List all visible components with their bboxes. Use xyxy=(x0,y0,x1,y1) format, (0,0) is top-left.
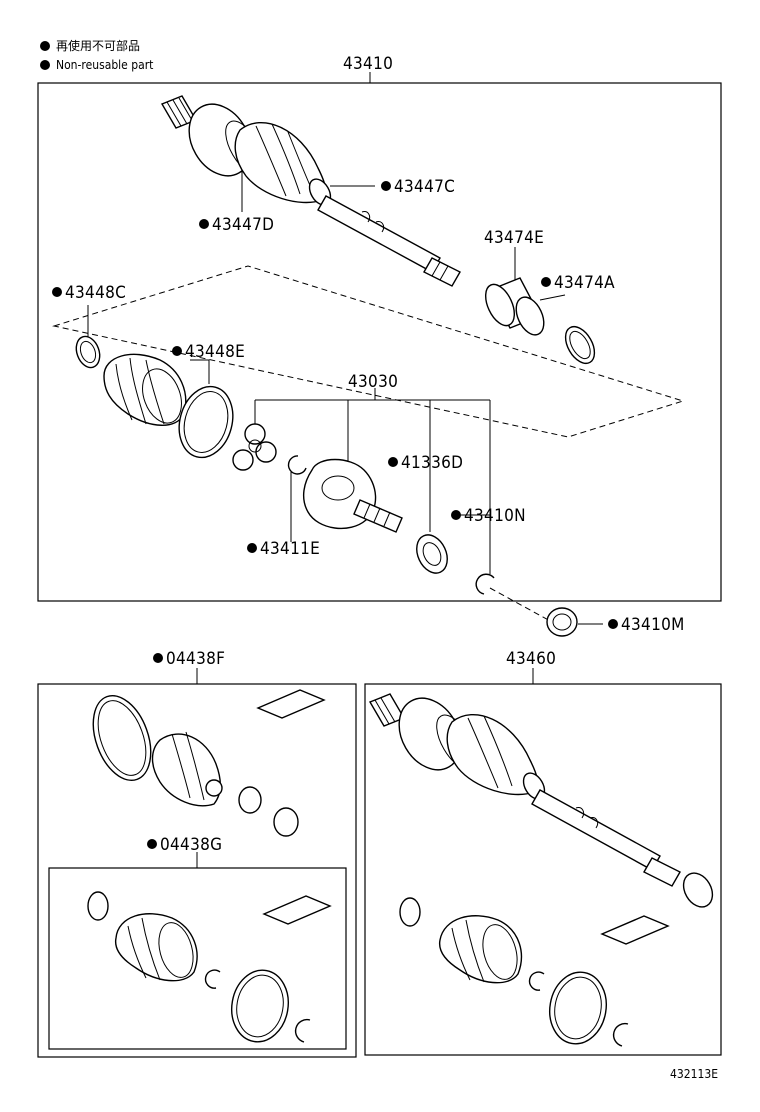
non-reusable-marker-icon xyxy=(147,839,157,849)
leader-43410M-dashed xyxy=(489,587,553,623)
label-43410M: 43410M xyxy=(621,615,685,635)
non-reusable-marker-icon xyxy=(172,346,182,356)
non-reusable-marker-icon xyxy=(52,287,62,297)
boot-band-43448E-drawing xyxy=(178,385,234,459)
non-reusable-marker-icon xyxy=(451,510,461,520)
label-43474A: 43474A xyxy=(554,273,615,293)
label-43411E: 43411E xyxy=(260,539,320,559)
assembly-43460-frame xyxy=(364,683,722,1056)
dynamic-damper-43474E-drawing xyxy=(484,277,545,336)
snap-ring-43411E-drawing xyxy=(287,455,307,475)
boot-kit-04438G-drawing xyxy=(87,891,332,1043)
clamp-43448C-drawing xyxy=(75,335,101,369)
non-reusable-marker-icon xyxy=(541,277,551,287)
inboard-boot-drawing xyxy=(103,353,187,426)
part-labels: 43410 43447C 43447D 43474E 43474A 43448C… xyxy=(52,54,685,855)
seal-43410M-drawing xyxy=(546,607,578,637)
drive-shaft-43460-drawing xyxy=(368,693,714,1047)
leader-lines xyxy=(87,72,603,868)
label-43030: 43030 xyxy=(348,372,398,392)
non-reusable-marker-icon xyxy=(199,219,209,229)
legend-non-reusable-en: Non-reusable part xyxy=(56,58,153,72)
non-reusable-marker-icon xyxy=(247,543,257,553)
non-reusable-marker-icon xyxy=(388,457,398,467)
label-43448C: 43448C xyxy=(65,283,126,303)
non-reusable-marker-icon xyxy=(153,653,163,663)
label-43410N: 43410N xyxy=(464,506,526,526)
assembly-43410-frame xyxy=(37,82,722,602)
label-04438F: 04438F xyxy=(166,649,225,669)
label-41336D: 41336D xyxy=(401,453,463,473)
label-43447C: 43447C xyxy=(394,177,455,197)
label-43410: 43410 xyxy=(343,54,393,74)
label-43474E: 43474E xyxy=(484,228,544,248)
non-reusable-marker-icon xyxy=(381,181,391,191)
drive-shaft-43410-drawing xyxy=(160,95,461,287)
label-43447D: 43447D xyxy=(212,215,274,235)
label-04438G: 04438G xyxy=(160,835,222,855)
legend-non-reusable-ja: 再使用不可部品 xyxy=(56,38,140,53)
boot-kit-04438F-drawing xyxy=(92,689,326,837)
label-43448E: 43448E xyxy=(185,342,245,362)
tripod-joint-drawing xyxy=(232,423,277,471)
snap-ring-43410N-drawing xyxy=(475,573,495,595)
figure-id: 432113E xyxy=(670,1067,718,1081)
legend: 再使用不可部品 Non-reusable part xyxy=(40,38,153,72)
non-reusable-marker-icon xyxy=(40,60,50,70)
non-reusable-marker-icon xyxy=(40,41,50,51)
label-43460: 43460 xyxy=(506,649,556,669)
inboard-joint-housing-drawing xyxy=(302,458,403,533)
non-reusable-marker-icon xyxy=(608,619,618,629)
clamp-43474A-drawing xyxy=(564,325,596,365)
oil-seal-41336D-drawing xyxy=(416,534,448,574)
